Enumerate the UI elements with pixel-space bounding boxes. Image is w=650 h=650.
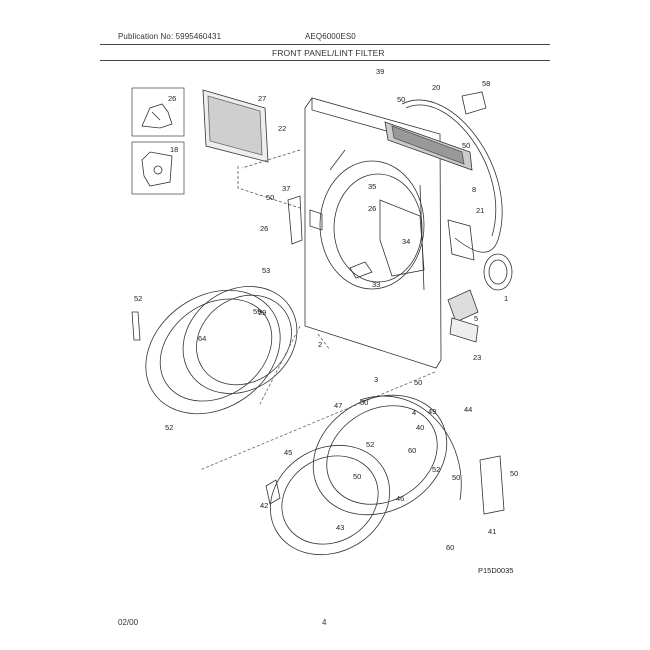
svg-text:26: 26 — [168, 94, 176, 103]
svg-text:59: 59 — [253, 307, 261, 316]
svg-text:2: 2 — [318, 340, 322, 349]
callout-labels: 39 20 58 50 26 27 22 18 8 50 37 35 50 26… — [134, 67, 518, 552]
svg-text:35: 35 — [368, 182, 376, 191]
svg-text:60: 60 — [446, 543, 454, 552]
svg-text:41: 41 — [488, 527, 496, 536]
svg-text:22: 22 — [278, 124, 286, 133]
side-bracket-37 — [287, 195, 303, 245]
sensor-part-5 — [447, 289, 479, 323]
door-glass — [269, 444, 391, 556]
svg-text:52: 52 — [366, 440, 374, 449]
hinge-41 — [479, 455, 505, 515]
bracket-part-18 — [141, 151, 173, 187]
bracket-part-26 — [141, 103, 173, 129]
svg-text:46: 46 — [396, 494, 404, 503]
svg-text:5: 5 — [474, 314, 478, 323]
svg-text:26: 26 — [260, 224, 268, 233]
svg-text:50: 50 — [414, 378, 422, 387]
svg-text:50: 50 — [353, 472, 361, 481]
svg-text:3: 3 — [374, 375, 378, 384]
svg-text:50: 50 — [510, 469, 518, 478]
svg-text:50: 50 — [452, 473, 460, 482]
svg-text:49: 49 — [428, 407, 436, 416]
duct-part — [379, 199, 425, 277]
svg-text:33: 33 — [372, 280, 380, 289]
svg-text:52: 52 — [432, 465, 440, 474]
door-outer-ring — [145, 289, 281, 415]
svg-text:59: 59 — [258, 308, 266, 317]
svg-text:50: 50 — [360, 398, 368, 407]
label-part-23 — [449, 317, 479, 343]
model-number: AEQ6000ES0 — [305, 32, 356, 41]
svg-text:58: 58 — [482, 79, 490, 88]
svg-text:1: 1 — [504, 294, 508, 303]
svg-text:47: 47 — [334, 401, 342, 410]
svg-text:21: 21 — [476, 206, 484, 215]
svg-text:26: 26 — [368, 204, 376, 213]
svg-text:34: 34 — [402, 237, 410, 246]
svg-text:37: 37 — [282, 184, 290, 193]
lint-filter-screen — [202, 89, 269, 163]
hinge-bracket-21 — [447, 219, 475, 261]
footer-date: 02/00 — [118, 618, 139, 627]
gasket-52 — [131, 311, 141, 341]
svg-text:45: 45 — [284, 448, 292, 457]
bumper-ring-1 — [483, 253, 513, 291]
svg-text:27: 27 — [258, 94, 266, 103]
door-inner-ring — [182, 286, 298, 394]
svg-text:39: 39 — [376, 67, 384, 76]
svg-text:50: 50 — [397, 95, 405, 104]
lower-door-assembly — [312, 394, 462, 516]
footer-page-number: 4 — [322, 618, 327, 627]
svg-text:4: 4 — [412, 408, 416, 417]
svg-text:20: 20 — [432, 83, 440, 92]
assembly-dashed-lines — [199, 325, 436, 471]
svg-text:52: 52 — [165, 423, 173, 432]
svg-text:53: 53 — [262, 266, 270, 275]
section-title: FRONT PANEL/LINT FILTER — [272, 48, 385, 58]
switch-part-58 — [461, 91, 487, 115]
lint-filter-housing — [384, 121, 473, 171]
svg-text:42: 42 — [260, 501, 268, 510]
svg-text:50: 50 — [462, 141, 470, 150]
publication-number: Publication No: 5995460431 — [118, 32, 222, 41]
svg-text:8: 8 — [472, 185, 476, 194]
svg-text:64: 64 — [198, 334, 206, 343]
figure-code: P15D0035 — [478, 566, 513, 575]
header-rule-bottom — [100, 60, 550, 61]
svg-text:23: 23 — [473, 353, 481, 362]
door-handle-42 — [265, 479, 281, 505]
svg-text:40: 40 — [416, 423, 424, 432]
svg-text:50: 50 — [266, 193, 274, 202]
inset-box-26 — [131, 87, 185, 137]
inset-box-18 — [131, 141, 185, 195]
front-bearing-ring — [401, 99, 503, 253]
leader-dashed-lines — [237, 149, 301, 209]
svg-text:44: 44 — [464, 405, 472, 414]
header-rule-top — [100, 44, 550, 45]
svg-text:60: 60 — [408, 446, 416, 455]
svg-text:43: 43 — [336, 523, 344, 532]
svg-text:18: 18 — [170, 145, 178, 154]
side-clip-34 — [309, 209, 323, 231]
svg-text:52: 52 — [134, 294, 142, 303]
